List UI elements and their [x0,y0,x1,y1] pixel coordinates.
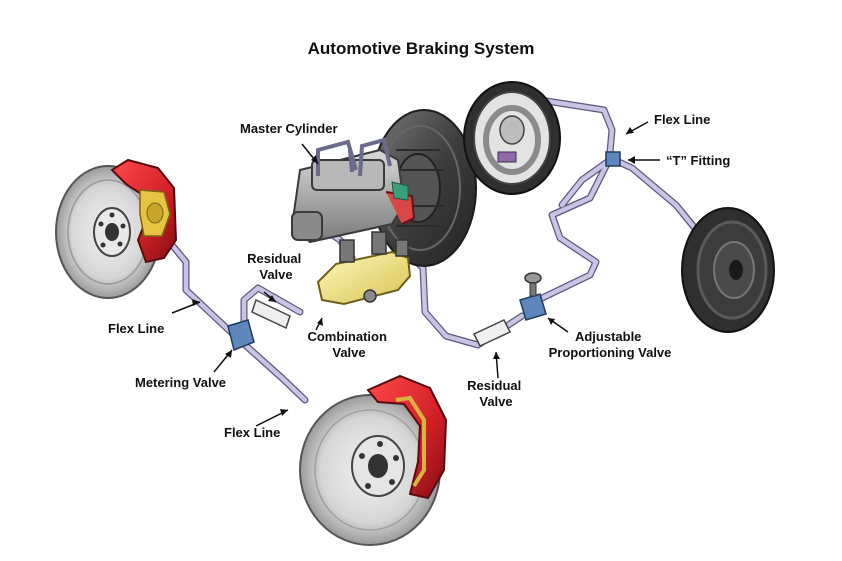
label-adjustable-proportioning-valve-line2: Proportioning Valve [549,345,672,360]
label-combination-valve-line2: Valve [332,345,365,360]
rear-left-disc-brake [299,374,448,546]
label-residual-valve-right-line2: Valve [479,394,512,409]
label-residual-valve-left-line2: Valve [259,267,292,282]
label-flex-line-right: Flex Line [654,112,710,127]
master-cylinder-reservoir [311,159,385,191]
label-flex-line-left-lower: Flex Line [224,425,280,440]
label-residual-valve-left-line1: Residual [247,251,301,266]
diagram-title: Automotive Braking System [308,39,535,58]
label-residual-valve-right: Residual Valve [467,378,525,409]
label-combination-valve: Combination Valve [307,329,390,360]
label-residual-valve-left: Residual Valve [247,251,305,282]
combination-valve [316,231,412,306]
master-cylinder [290,137,416,244]
label-adjustable-proportioning-valve-line1: Adjustable [575,329,641,344]
residual-valve-right-part [472,319,512,347]
metering-valve-part [227,319,255,352]
label-t-fitting: “T” Fitting [666,153,730,168]
label-residual-valve-right-line1: Residual [467,378,521,393]
label-master-cylinder: Master Cylinder [240,121,338,136]
label-combination-valve-line1: Combination [307,329,386,344]
leader-arrowheads [192,127,635,416]
lower-caliper [366,374,448,500]
residual-valve-left-part [251,298,291,330]
front-left-disc-brake [55,158,178,299]
label-metering-valve: Metering Valve [135,375,226,390]
rear-drum-brake-upper [463,81,561,195]
t-fitting-part [605,151,621,167]
text-labels: Master Cylinder Residual Valve Combinati… [108,112,730,440]
label-adjustable-proportioning-valve: Adjustable Proportioning Valve [549,329,672,360]
label-flex-line-left-upper: Flex Line [108,321,164,336]
proportioning-valve-part [519,272,547,321]
rear-drum-brake-right [681,207,775,333]
